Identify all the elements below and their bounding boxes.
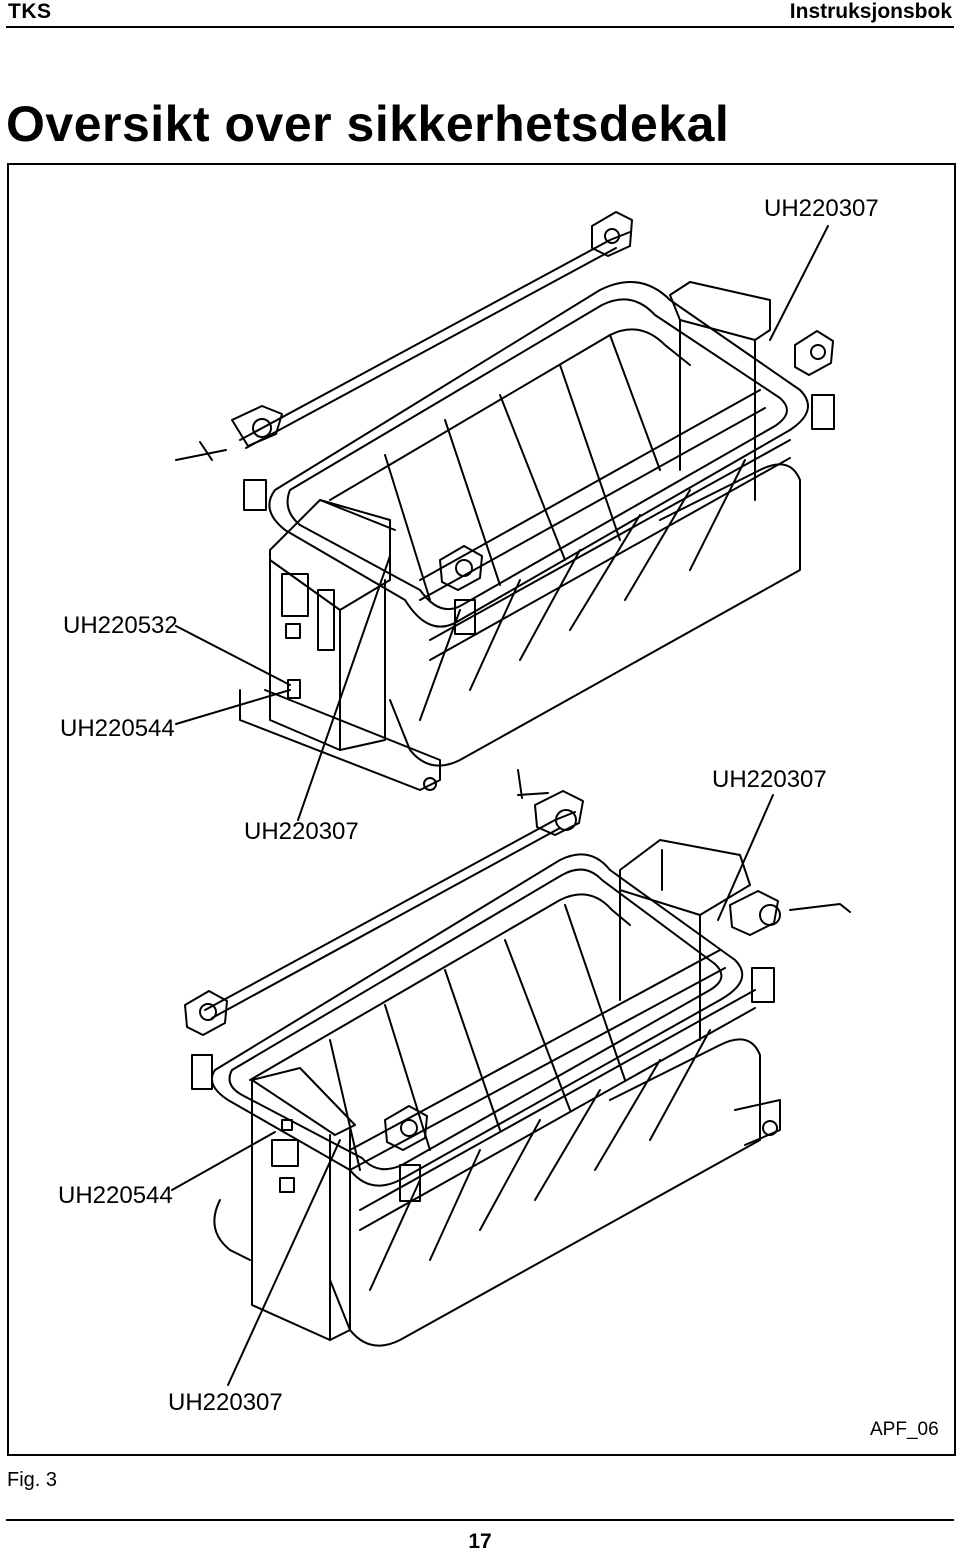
header-divider	[6, 26, 954, 28]
decal-label-middle-right: UH220307	[712, 766, 827, 793]
decal-label-middle-left: UH220307	[244, 818, 359, 845]
figure-frame	[7, 163, 956, 1456]
decal-label-upper-left-2: UH220544	[60, 715, 175, 742]
decal-label-lower-left: UH220544	[58, 1182, 173, 1209]
figure-caption: Fig. 3	[7, 1469, 58, 1491]
page-title: Oversikt over sikkerhetsdekal	[6, 96, 730, 152]
lower-platform	[184, 769, 851, 1347]
footer-divider	[6, 1519, 954, 1521]
decal-label-upper-left-1: UH220532	[63, 612, 178, 639]
leader-lines	[171, 225, 829, 1386]
header-doc-type: Instruksjonsbok	[789, 0, 952, 23]
header-brand: TKS	[8, 0, 52, 23]
figure-code: APF_06	[870, 1419, 939, 1440]
decal-label-top-right: UH220307	[764, 195, 879, 222]
upper-platform	[175, 211, 835, 791]
decal-label-bottom: UH220307	[168, 1389, 283, 1416]
page-number: 17	[468, 1530, 492, 1553]
